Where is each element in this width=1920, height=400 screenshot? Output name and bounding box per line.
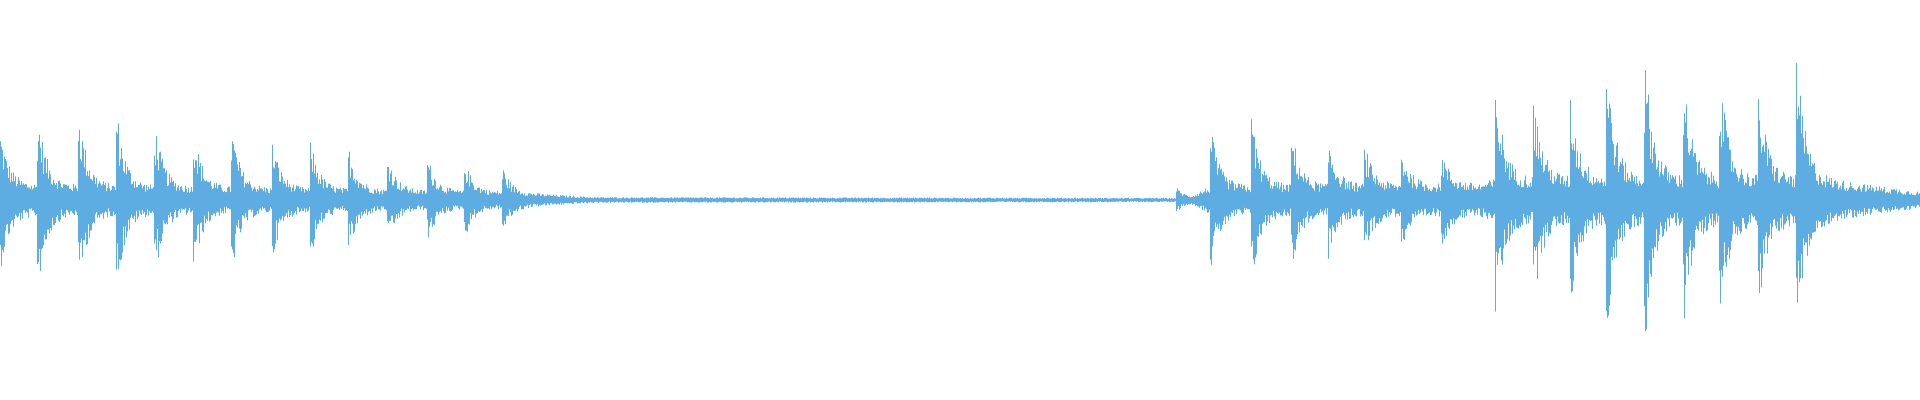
waveform-bars — [0, 62, 1920, 331]
waveform-amplitude-path — [0, 62, 1920, 331]
